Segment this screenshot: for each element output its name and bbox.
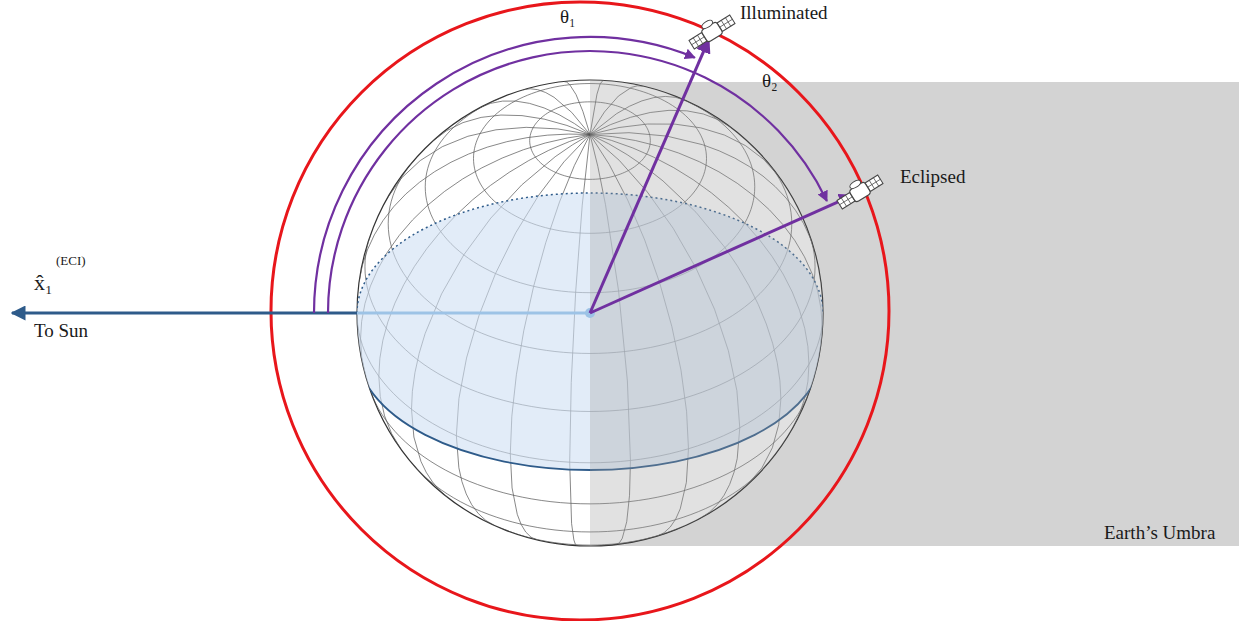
angle-arcs: [314, 37, 853, 313]
axis-label: x̂₁: [34, 270, 53, 295]
sun-axis-arrow: [12, 312, 357, 315]
axis-frame-label: (ECI): [56, 254, 86, 269]
earth-night-side: [590, 80, 830, 550]
panel-grid: [868, 179, 881, 187]
direction-label: To Sun: [34, 320, 88, 342]
angle-label: θ₂: [762, 70, 778, 92]
panel-grid: [720, 19, 733, 27]
sun-line: [357, 312, 590, 315]
satellite-antenna: [849, 179, 862, 190]
illuminated-satellite: [685, 9, 736, 51]
state-label: Illuminated: [740, 2, 828, 24]
region-label: Earth’s Umbra: [1104, 522, 1215, 544]
orbit-circle: [271, 2, 889, 620]
state-label: Eclipsed: [900, 166, 965, 188]
eclipsed-vector: [590, 195, 853, 313]
angle-label: θ₁: [560, 6, 576, 28]
illuminated-vector: [590, 39, 709, 313]
eclipsed-satellite: [833, 169, 884, 211]
theta1-arc: [314, 37, 695, 313]
theta2-arc: [328, 51, 827, 313]
panel-grid: [840, 197, 853, 205]
panel-grid: [692, 37, 705, 45]
satellite-antenna: [701, 19, 714, 30]
satellites: [685, 9, 884, 211]
